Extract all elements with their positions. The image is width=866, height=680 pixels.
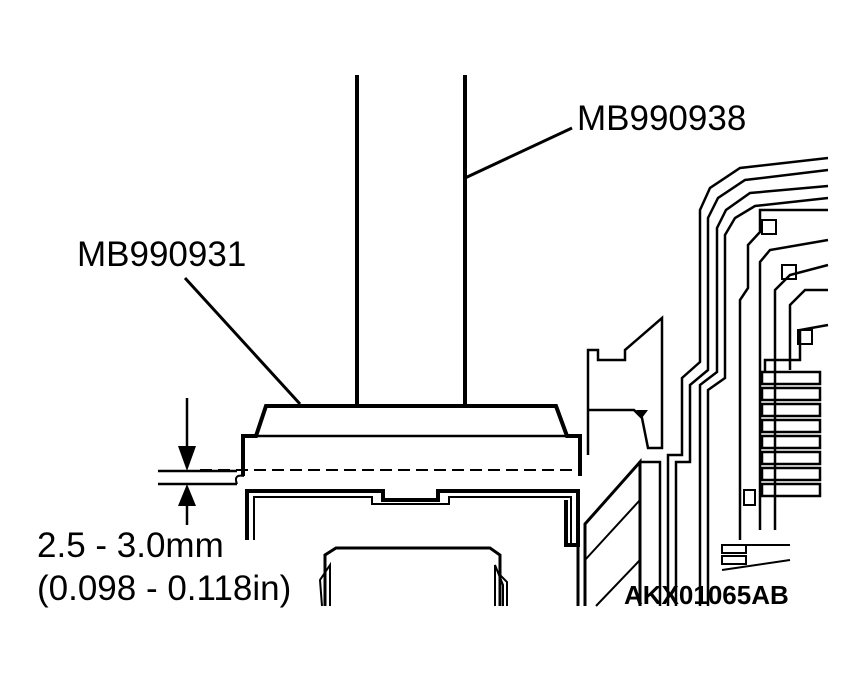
tool-label-mb990938: MB990938 xyxy=(577,99,746,138)
dimension-arrowheads xyxy=(178,446,196,506)
dimension-marker xyxy=(158,398,245,525)
leader-lines xyxy=(183,126,573,406)
dimension-label-in: (0.098 - 0.118in) xyxy=(37,569,291,608)
seal-component xyxy=(245,489,580,547)
clutch-plates xyxy=(760,370,822,498)
dimension-label-mm: 2.5 - 3.0mm xyxy=(37,526,224,565)
figure-code: AKX01065AB xyxy=(624,580,789,610)
tool-label-mb990931: MB990931 xyxy=(77,235,246,274)
tool-shaft-mb990938 xyxy=(355,75,467,406)
inner-component xyxy=(318,546,508,607)
housing-details xyxy=(636,410,648,418)
tool-head-mb990931 xyxy=(241,404,582,476)
transmission-housing xyxy=(576,156,829,607)
